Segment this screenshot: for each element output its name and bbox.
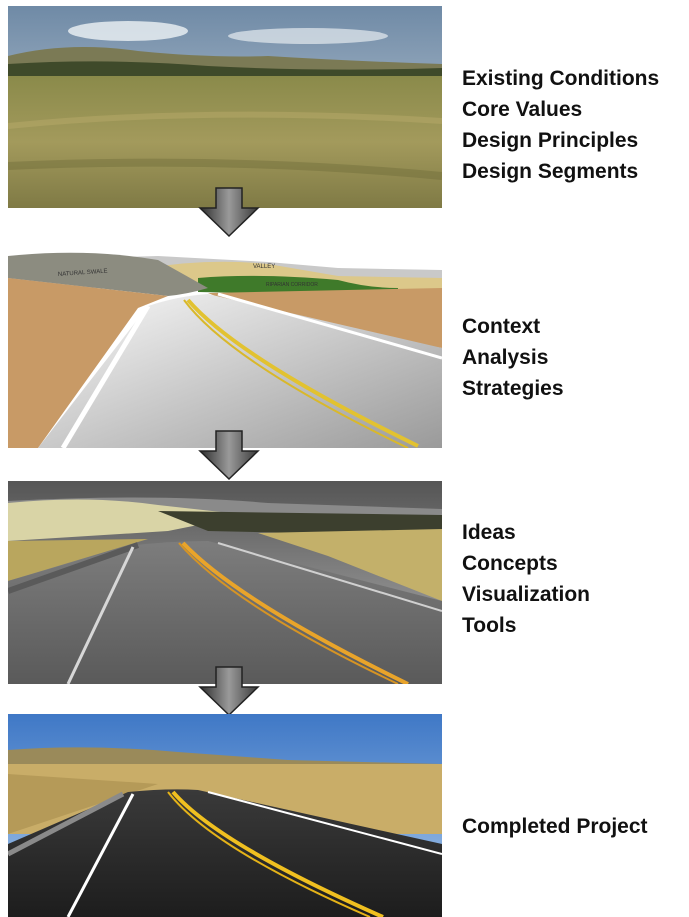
visualization-image [8,481,442,684]
sketch-label-swale: NATURAL SWALE [58,269,108,278]
stage-2-labels: Context Analysis Strategies [462,311,564,404]
stage-1-item: Existing Conditions [462,67,660,90]
stage-3-item: Visualization [462,583,590,606]
stage-1-item: Design Segments [462,160,639,183]
completed-project-photo [8,714,442,917]
stage-1-item: Design Principles [462,129,639,152]
stage-1-item: Core Values [462,98,583,121]
stage-2-item: Context [462,315,541,338]
down-arrow-icon [198,665,260,717]
stage-3-item: Ideas [462,521,516,544]
sketch-label-riparian: RIPARIAN CORRIDOR [266,282,318,288]
stage-4-item: Completed Project [462,815,648,838]
stage-2-item: Analysis [462,346,549,369]
stage-2-item: Strategies [462,377,564,400]
stage-1-labels: Existing Conditions Core Values Design P… [462,63,659,187]
down-arrow-icon [198,429,260,481]
stage-3-labels: Ideas Concepts Visualization Tools [462,517,590,641]
sketch-label-valley: VALLEY [253,264,275,270]
context-sketch: NATURAL SWALE VALLEY RIPARIAN CORRIDOR [8,248,442,448]
stage-4-labels: Completed Project [462,811,648,842]
stage-3-item: Concepts [462,552,558,575]
existing-conditions-photo [8,6,442,208]
down-arrow-icon [198,186,260,238]
stage-3-item: Tools [462,614,517,637]
